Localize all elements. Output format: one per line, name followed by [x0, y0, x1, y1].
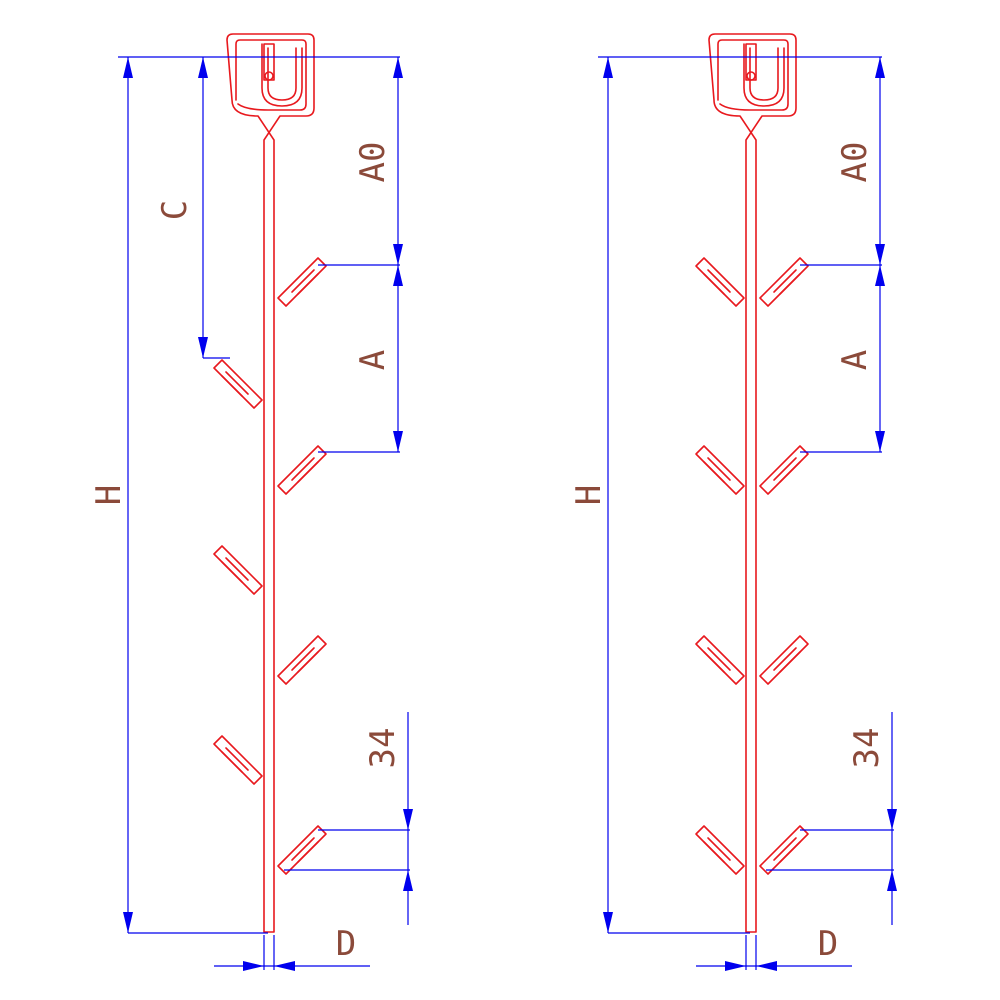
left-dimension-labels: H C A0 A 34 D	[89, 142, 403, 964]
left-label-h: H	[89, 485, 129, 505]
right-hooks	[695, 257, 809, 875]
right-dimensions	[598, 56, 897, 971]
right-label-h: H	[569, 485, 609, 505]
left-dimensions	[118, 56, 413, 971]
right-view: H A0 A 34 D	[569, 33, 897, 971]
left-label-34: 34	[363, 728, 403, 769]
right-dimension-labels: H A0 A 34 D	[569, 142, 887, 964]
left-label-a: A	[353, 350, 393, 370]
right-label-a0: A0	[835, 142, 875, 183]
left-wire-body	[226, 33, 315, 933]
left-view: H C A0 A 34 D	[89, 33, 413, 971]
right-wire-body	[708, 33, 797, 933]
left-label-a0: A0	[353, 142, 393, 183]
right-label-d: D	[818, 924, 838, 964]
left-hooks	[213, 257, 327, 875]
right-label-34: 34	[847, 728, 887, 769]
left-label-c: C	[155, 200, 195, 220]
right-label-a: A	[835, 350, 875, 370]
left-label-d: D	[336, 924, 356, 964]
